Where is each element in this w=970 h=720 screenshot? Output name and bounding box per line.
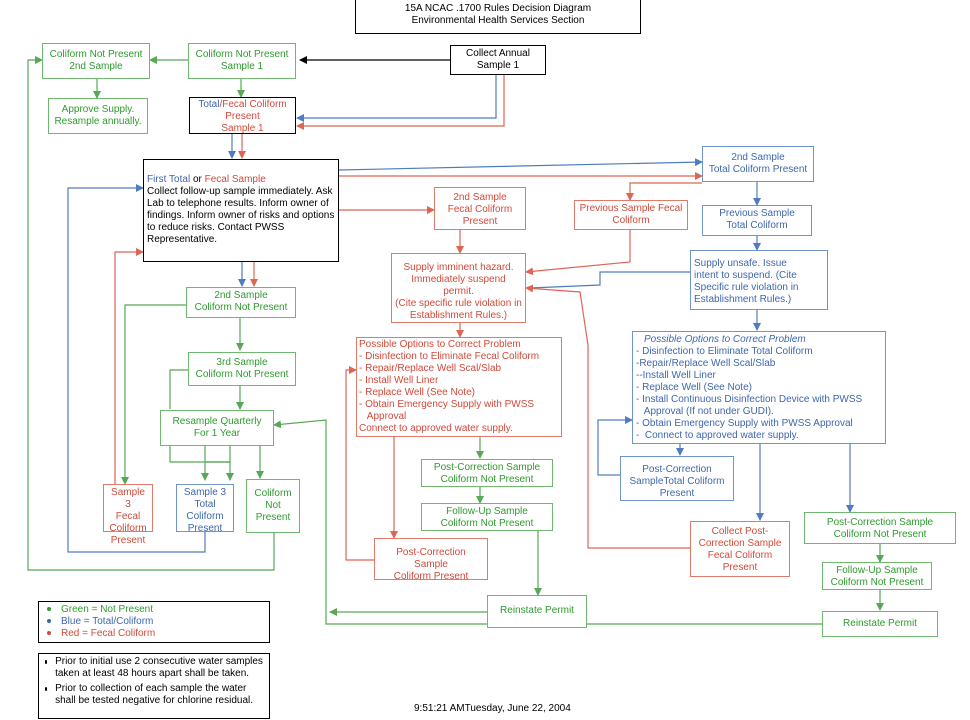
node-supply-unsafe: Supply unsafe. Issue intent to suspend. … (690, 250, 828, 310)
node-collect-annual-sample: Collect Annual Sample 1 (450, 45, 546, 75)
node-reinstate-permit-mid: Reinstate Permit (487, 595, 587, 628)
diagram-subtitle: Environmental Health Services Section (411, 15, 585, 26)
node-first-sample: First Total or Fecal Sample Collect foll… (143, 159, 339, 262)
node-sample-3-total: Sample 3 Total Coliform Present (176, 484, 234, 534)
node-2nd-sample-fecal-coliform-present: 2nd Sample Fecal Coliform Present (434, 187, 526, 230)
node-resample-quarterly: Resample Quarterly For 1 Year (160, 410, 274, 446)
node-coliform-not-present-sample-1: Coliform Not Present Sample 1 (188, 43, 296, 79)
color-legend: Green = Not Present Blue = Total/Colifor… (38, 601, 270, 643)
node-3rd-sample-coliform-not-present: 3rd Sample Coliform Not Present (188, 352, 296, 386)
node-follow-up-not-present-mid: Follow-Up Sample Coliform Not Present (421, 503, 553, 531)
node-collect-post-correction-fecal: Collect Post- Correction Sample Fecal Co… (690, 521, 790, 577)
node-previous-sample-fecal-coliform: Previous Sample Fecal Coliform (574, 200, 688, 230)
notes-box: Prior to initial use 2 consecutive water… (38, 653, 270, 719)
node-2nd-sample-total-coliform-present: 2nd Sample Total Coliform Present (702, 146, 814, 182)
node-previous-sample-total-coliform: Previous Sample Total Coliform (702, 205, 812, 236)
node-options-total: Possible Options to Correct Problem - Di… (632, 331, 886, 444)
node-2nd-sample-coliform-not-present: 2nd Sample Coliform Not Present (186, 287, 296, 318)
node-supply-imminent-hazard: Supply imminent hazard. Immediately susp… (391, 253, 526, 323)
node-options-fecal: Possible Options to Correct Problem - Di… (356, 337, 562, 437)
diagram-title: 15A NCAC .1700 Rules Decision Diagram (404, 3, 592, 14)
diagram-title-box: 15A NCAC .1700 Rules Decision Diagram En… (355, 0, 641, 34)
legend-item-blue: Blue = Total/Coliform (47, 616, 261, 628)
node-reinstate-permit-right: Reinstate Permit (822, 611, 938, 637)
node-post-correction-present: Post-Correction Sample Coliform Present (374, 538, 488, 582)
node-post-correction-not-present-right: Post-Correction Sample Coliform Not Pres… (804, 512, 956, 544)
node-coliform-not-present-2nd-sample: Coliform Not Present 2nd Sample (42, 43, 150, 79)
legend-item-green: Green = Not Present (47, 604, 261, 616)
note-item: Prior to collection of each sample the w… (45, 683, 263, 707)
node-sample-3-fecal: Sample 3 Fecal Coliform Present (103, 484, 153, 546)
node-post-correction-total-present: Post-Correction SampleTotal Coliform Pre… (620, 456, 734, 501)
node-post-correction-not-present-mid: Post-Correction Sample Coliform Not Pres… (421, 459, 553, 487)
legend-item-red: Red = Fecal Coliform (47, 628, 261, 640)
footer-timestamp: 9:51:21 AMTuesday, June 22, 2004 (414, 703, 571, 714)
note-item: Prior to initial use 2 consecutive water… (45, 656, 263, 680)
node-total-fecal-coliform-present: Total/Fecal Coliform Present Sample 1 (189, 97, 296, 134)
node-approve-supply: Approve Supply. Resample annually. (48, 98, 148, 134)
node-follow-up-not-present-right: Follow-Up Sample Coliform Not Present (822, 562, 932, 590)
node-coliform-not-present-small: Coliform Not Present (246, 479, 300, 533)
